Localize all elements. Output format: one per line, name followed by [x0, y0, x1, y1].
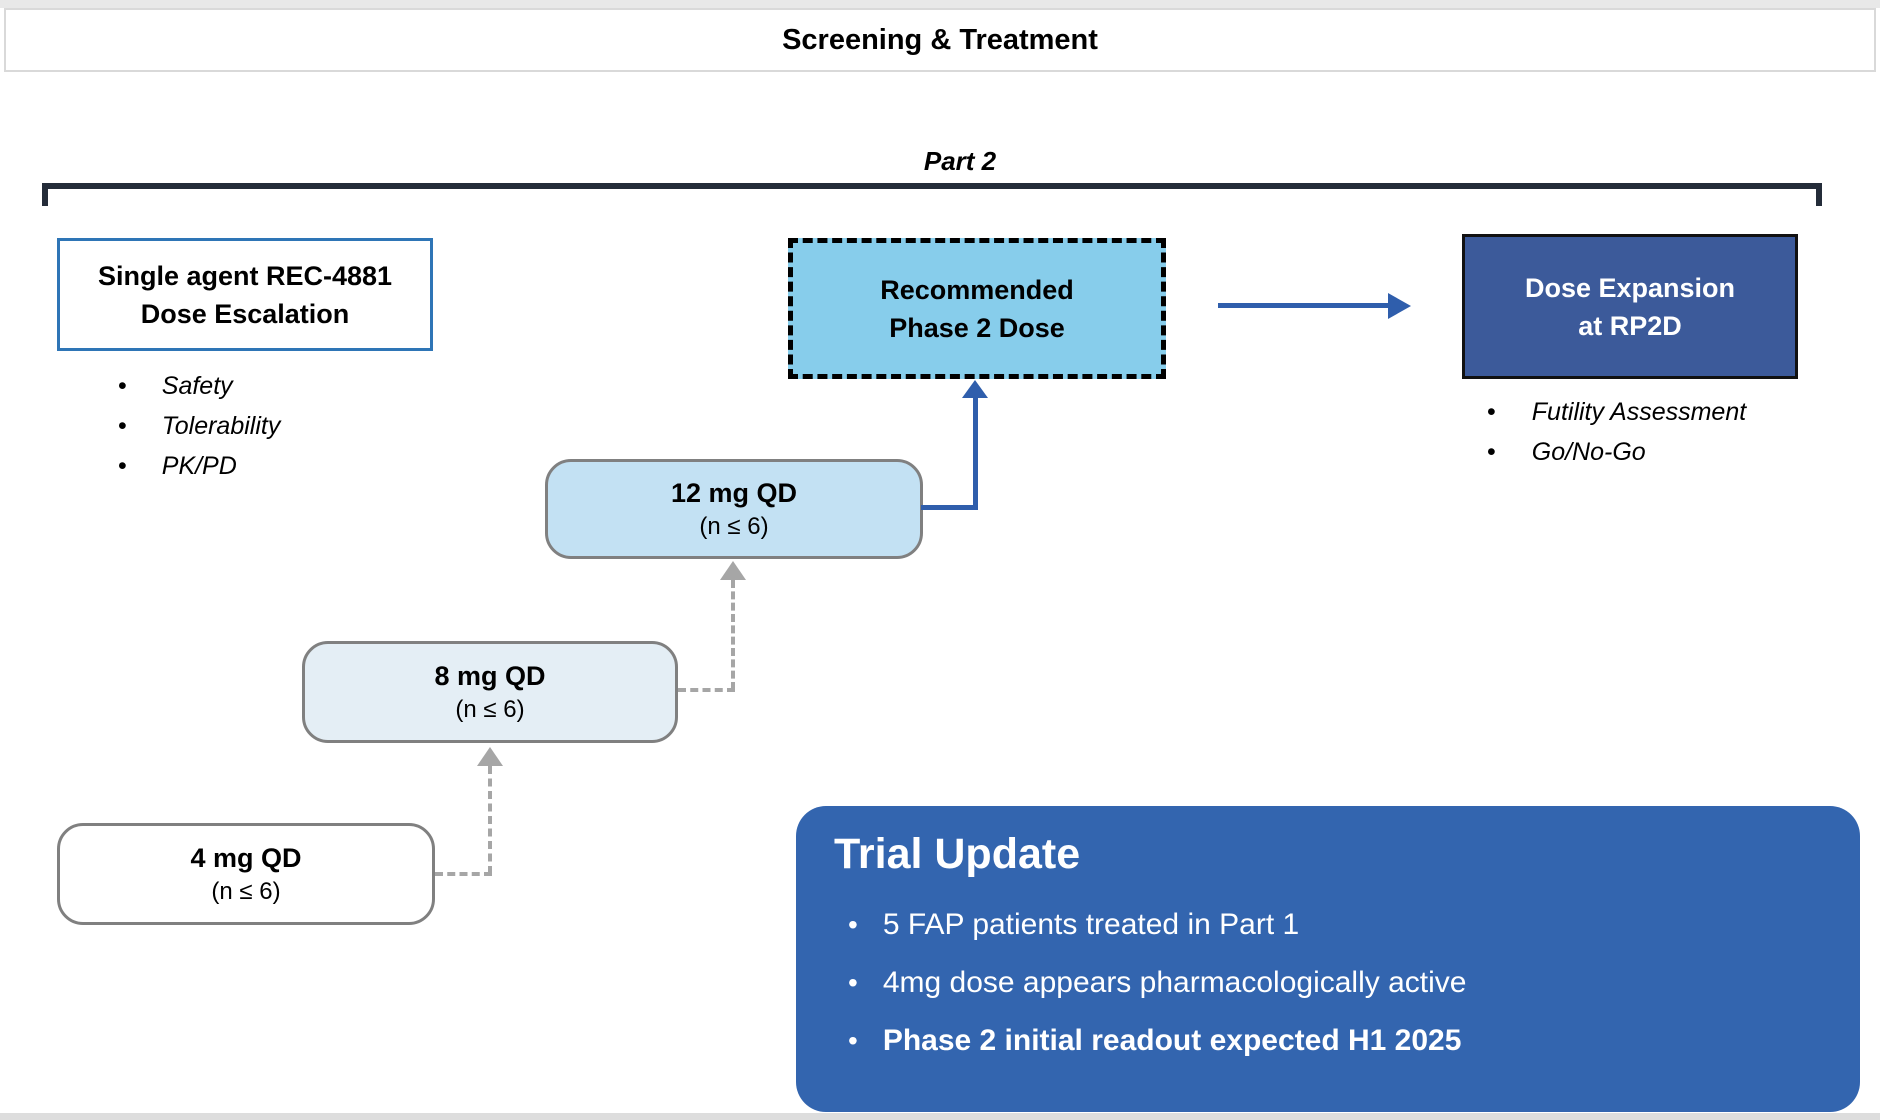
connector-12mg-horizontal: [921, 505, 978, 510]
bullet-label: Futility Assessment: [1531, 398, 1747, 426]
bottom-edge-strip: [0, 1113, 1880, 1120]
list-item: • 4mg dose appears pharmacologically act…: [848, 966, 1466, 1000]
dose-n-label: (n ≤ 6): [211, 878, 281, 905]
bullet-label: PK/PD: [161, 452, 237, 480]
bullet-label: 4mg dose appears pharmacologically activ…: [882, 966, 1467, 999]
dashed-connector-8-vertical: [731, 580, 735, 690]
part2-bracket: [42, 183, 1822, 206]
bullet-icon: •: [118, 452, 127, 480]
list-item: • Phase 2 initial readout expected H1 20…: [848, 1024, 1466, 1058]
bullet-icon: •: [848, 909, 858, 940]
dose-n-label: (n ≤ 6): [699, 513, 769, 540]
bullet-icon: •: [848, 967, 858, 998]
arrow-line-rp2d-to-expansion: [1218, 303, 1390, 308]
list-item: • Futility Assessment: [1487, 398, 1746, 427]
part2-label: Part 2: [923, 146, 997, 176]
bullet-icon: •: [1487, 438, 1496, 466]
bullet-icon: •: [1487, 398, 1496, 426]
dose-expansion-box: Dose Expansion at RP2D: [1462, 234, 1798, 379]
dashed-connector-8-horizontal: [678, 688, 735, 692]
dose-escalation-title-line1: Single agent REC-4881: [97, 260, 393, 291]
trial-update-title: Trial Update: [834, 830, 1081, 878]
dose-label: 8 mg QD: [434, 661, 546, 691]
bullet-label: Tolerability: [161, 412, 281, 440]
dashed-connector-4-vertical: [488, 766, 492, 874]
expansion-bullets: • Futility Assessment • Go/No-Go: [1487, 398, 1746, 467]
arrow-right-icon: [1388, 293, 1411, 319]
dashed-connector-4-horizontal: [435, 872, 492, 876]
list-item: • 5 FAP patients treated in Part 1: [848, 908, 1466, 942]
bullet-icon: •: [118, 372, 127, 400]
dose-step-8mg: 8 mg QD (n ≤ 6): [302, 641, 678, 743]
dose-label: 12 mg QD: [670, 478, 798, 508]
top-edge-strip: [0, 0, 1880, 8]
dose-step-4mg: 4 mg QD (n ≤ 6): [57, 823, 435, 925]
page-title: Screening & Treatment: [782, 23, 1098, 56]
recommended-phase2-dose-box: Recommended Phase 2 Dose: [788, 238, 1166, 379]
connector-12mg-vertical: [973, 396, 978, 510]
rp2d-line1: Recommended: [880, 274, 1074, 305]
bullet-label: Phase 2 initial readout expected H1 2025: [882, 1024, 1462, 1057]
expansion-line1: Dose Expansion: [1524, 272, 1736, 303]
list-item: • PK/PD: [118, 452, 280, 481]
bullet-label: Safety: [161, 372, 233, 400]
bullet-icon: •: [848, 1025, 858, 1056]
trial-update-bullets: • 5 FAP patients treated in Part 1 • 4mg…: [848, 908, 1466, 1058]
header-banner: Screening & Treatment: [4, 8, 1876, 72]
dose-n-label: (n ≤ 6): [455, 696, 525, 723]
dose-escalation-bullets: • Safety • Tolerability • PK/PD: [118, 372, 280, 481]
arrow-up-icon: [962, 380, 988, 398]
trial-update-panel: Trial Update • 5 FAP patients treated in…: [796, 806, 1860, 1112]
dose-label: 4 mg QD: [190, 843, 302, 873]
dose-escalation-box: Single agent REC-4881 Dose Escalation: [57, 238, 433, 351]
arrow-up-icon: [720, 561, 746, 580]
bullet-label: Go/No-Go: [1531, 438, 1646, 466]
list-item: • Tolerability: [118, 412, 280, 441]
list-item: • Go/No-Go: [1487, 438, 1746, 467]
list-item: • Safety: [118, 372, 280, 401]
rp2d-line2: Phase 2 Dose: [889, 312, 1065, 343]
dose-escalation-title-line2: Dose Escalation: [140, 298, 350, 329]
dose-step-12mg: 12 mg QD (n ≤ 6): [545, 459, 923, 559]
bullet-icon: •: [118, 412, 127, 440]
bullet-label: 5 FAP patients treated in Part 1: [882, 908, 1300, 941]
arrow-up-icon: [477, 747, 503, 766]
expansion-line2: at RP2D: [1578, 310, 1682, 341]
